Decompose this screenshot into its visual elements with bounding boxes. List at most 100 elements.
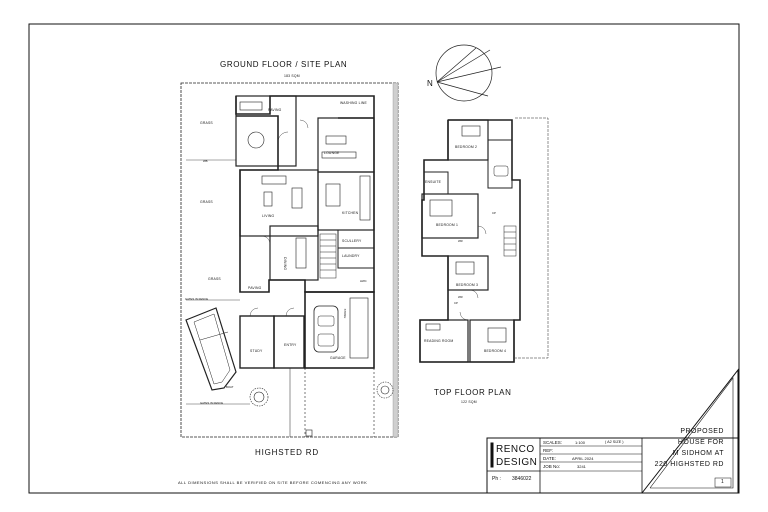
house-outline <box>235 95 375 293</box>
project-line-2: HOUSE FOR <box>677 439 724 446</box>
label-entry: ENTRY <box>284 343 297 347</box>
compass-north-label: N <box>427 79 433 88</box>
north-compass <box>435 44 502 102</box>
label-scullery: SCULLERY <box>342 239 362 243</box>
scales-value: 1:100 <box>575 440 586 445</box>
label-laundry: LAUNDRY <box>342 254 360 258</box>
label-study: STUDY <box>250 349 263 353</box>
fence-right <box>392 82 399 438</box>
site-boundary <box>180 82 399 438</box>
bath-tub <box>493 165 509 177</box>
tree-front-right <box>376 381 394 399</box>
date-value: APRIL 2024 <box>572 456 594 461</box>
ground-floor-plan <box>180 82 399 438</box>
title-triangle <box>641 368 739 494</box>
dining-table <box>295 237 307 269</box>
reading-desk <box>425 323 441 331</box>
title-triangle-inner <box>649 377 734 489</box>
label-gates-2: GATES IN FENCE <box>200 401 224 405</box>
top-site-boundary <box>515 117 549 359</box>
laundry-room <box>337 247 375 269</box>
project-line-1: PROPOSED <box>680 428 724 435</box>
label-living: LIVING <box>262 214 275 218</box>
label-bedroom-1: BEDROOM 1 <box>436 223 459 227</box>
label-ensuite: ENSUITE <box>425 180 442 184</box>
job-value: 3241 <box>577 464 586 469</box>
lounge-room <box>317 117 375 173</box>
stairs-top <box>503 225 517 257</box>
label-grass-2: GRASS <box>200 200 213 204</box>
boat <box>185 307 237 391</box>
lounge-sofa-2 <box>321 151 357 159</box>
label-cp-2: CP <box>454 301 458 305</box>
ground-floor-area: 183 SQM <box>284 74 300 78</box>
living-chair <box>291 187 303 209</box>
label-bedroom-3: BEDROOM 3 <box>456 283 479 287</box>
renco-logo-bar <box>490 442 494 468</box>
project-line-4: 220 HIGHSTED RD <box>654 461 724 468</box>
label-cp-1: CP <box>492 211 496 215</box>
living-sofa <box>261 175 287 185</box>
dimensions-note: ALL DIMENSIONS SHALL BE VERIFIED ON SITE… <box>178 480 368 485</box>
bedroom-3 <box>447 255 489 291</box>
stairs-ground <box>319 233 337 279</box>
label-wr-2: WR <box>458 295 463 299</box>
reading-room <box>419 319 469 363</box>
label-gates-1: GATES IN FENCE <box>185 297 209 301</box>
phone-label: Ph : <box>492 476 501 482</box>
dining-room <box>269 225 319 281</box>
date-label: DATE: <box>543 456 556 461</box>
job-label: JOB No: <box>543 464 561 469</box>
label-bedroom-2: BEDROOM 2 <box>455 145 478 149</box>
label-garage: GARAGE <box>330 356 346 360</box>
label-hwc: HWC <box>360 279 367 283</box>
garage-car <box>313 305 339 353</box>
entry-room <box>273 315 305 369</box>
site-dimension-ticks <box>186 159 250 405</box>
label-bedroom-4: BEDROOM 4 <box>484 349 507 353</box>
phone-value: 3846022 <box>512 476 532 482</box>
label-kitchen: KITCHEN <box>342 211 359 215</box>
label-washing-line: WASHING LINE <box>340 101 367 105</box>
bedroom-4 <box>469 319 515 363</box>
brand-name-line-1: RENCO <box>496 444 535 455</box>
label-dining: DINING <box>283 257 288 271</box>
kitchen-room <box>317 171 375 231</box>
project-line-3: M SIDHOM AT <box>672 450 724 457</box>
outdoor-dining <box>235 95 297 167</box>
label-boat: BOAT <box>226 385 234 389</box>
bed-2 <box>461 125 481 137</box>
letter-box <box>305 429 313 437</box>
tree-front <box>249 387 269 407</box>
outdoor-sofa <box>239 101 263 111</box>
scales-label: SCALES: <box>543 440 563 445</box>
living-table <box>263 191 273 207</box>
garage-vehicle-2 <box>349 297 369 359</box>
garage-room <box>304 291 375 369</box>
garage-car-window <box>317 315 335 327</box>
kitchen-island <box>325 183 341 207</box>
label-lounge: LOUNGE <box>324 151 340 155</box>
label-grass-3: GRASS <box>208 277 221 281</box>
sheet-number: 1 <box>721 479 724 485</box>
bedroom-1 <box>421 193 479 239</box>
bathroom-top <box>487 139 513 189</box>
top-floor-plan <box>419 117 549 363</box>
label-wb: WB <box>203 159 208 163</box>
outdoor-table <box>247 131 265 149</box>
title-block <box>486 368 739 494</box>
bed-1 <box>429 199 453 217</box>
garage-car-rear <box>317 333 335 347</box>
kitchen-bench <box>359 175 371 221</box>
ground-floor-title: GROUND FLOOR / SITE PLAN <box>220 60 348 69</box>
road-name: HIGHSTED RD <box>255 448 319 457</box>
label-paving-top: PAVING <box>268 108 282 112</box>
label-paving-mid: PAVING <box>248 286 262 290</box>
sheet-border <box>28 23 740 494</box>
living-room <box>239 169 319 237</box>
ref-label: REF: <box>543 448 554 453</box>
top-floor-title: TOP FLOOR PLAN <box>434 388 512 397</box>
label-wr: WR <box>458 239 463 243</box>
bed-3 <box>455 261 475 275</box>
